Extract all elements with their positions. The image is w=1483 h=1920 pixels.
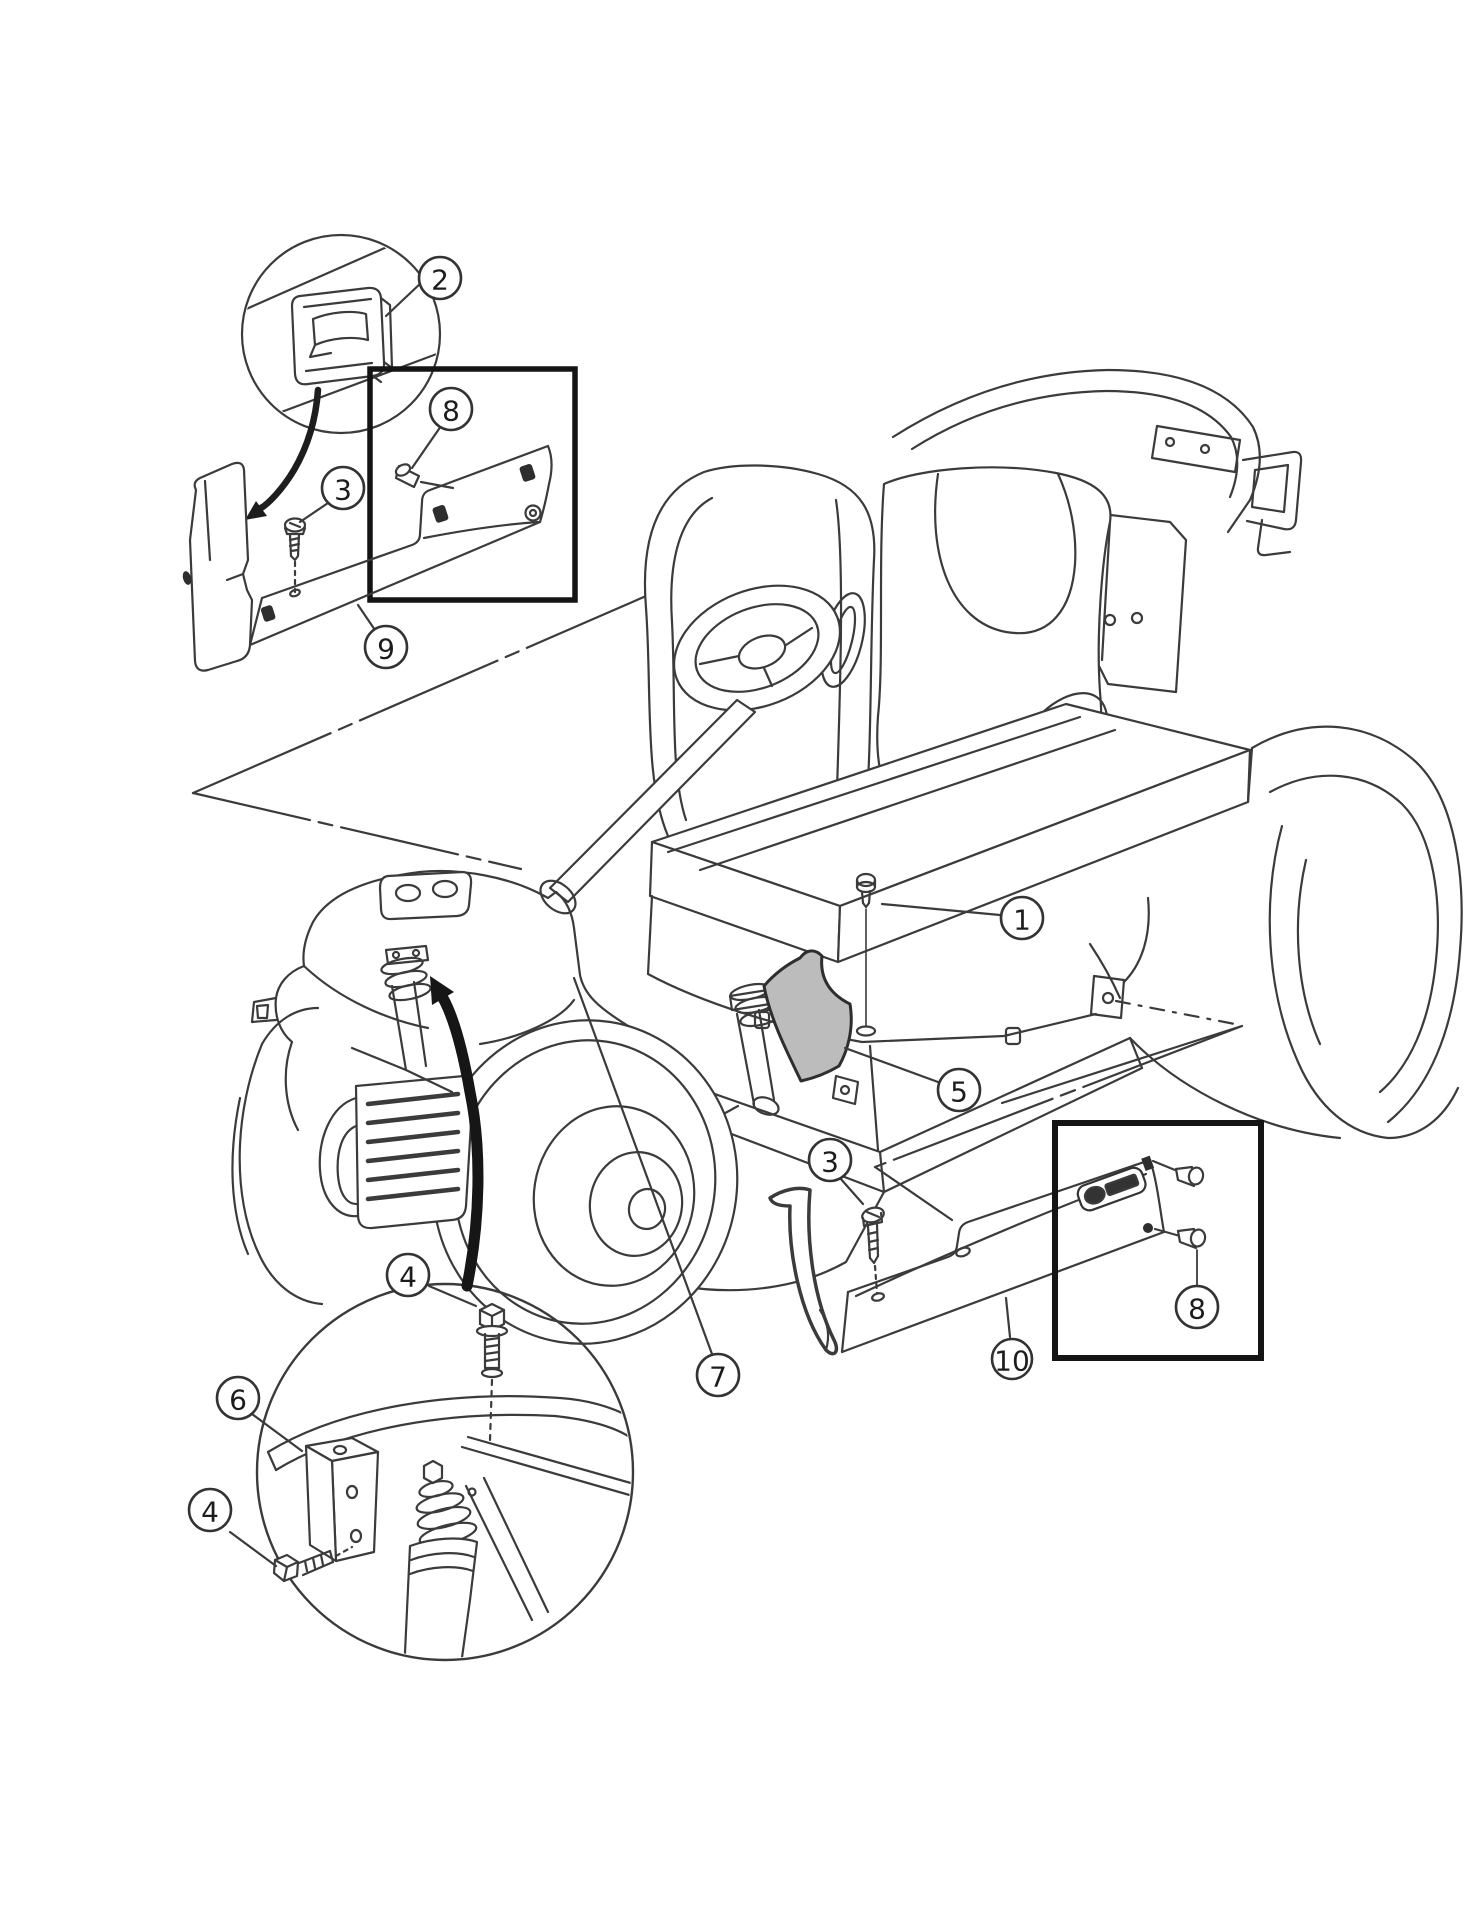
suspension-strut-right — [728, 982, 781, 1116]
svg-text:2: 2 — [431, 264, 449, 297]
rocker-panel-right — [768, 1155, 1207, 1356]
svg-text:10: 10 — [994, 1345, 1030, 1378]
rivet-upper — [1151, 1159, 1205, 1188]
steering-column — [539, 698, 757, 915]
screw-part-1 — [855, 872, 877, 1037]
callout-9: 9 — [363, 624, 409, 670]
front-cowl — [250, 869, 694, 1132]
svg-text:3: 3 — [821, 1146, 839, 1179]
golf-cart — [231, 368, 1463, 1345]
callout-10: 10 — [990, 1337, 1034, 1381]
svg-text:9: 9 — [377, 633, 395, 666]
l-bracket — [304, 1436, 380, 1563]
callout-1: 1 — [999, 895, 1045, 941]
hex-bolt-upper — [475, 1302, 509, 1442]
rear-wheel — [1128, 824, 1460, 1140]
detail-circle-bracket — [255, 1282, 635, 1662]
emphasis-arrow — [430, 976, 484, 1292]
steering-wheel — [672, 584, 842, 712]
shock-absorber — [402, 1459, 479, 1658]
svg-text:5: 5 — [950, 1076, 968, 1109]
callout-leaders — [228, 279, 1012, 1568]
svg-text:4: 4 — [201, 1496, 219, 1529]
highlight-box-left — [367, 366, 578, 603]
callout-4-lower: 4 — [187, 1487, 233, 1533]
callout-7: 7 — [695, 1352, 741, 1398]
callout-8-lower: 8 — [1174, 1284, 1220, 1330]
dash-pod — [378, 870, 473, 921]
leader-7 — [572, 976, 714, 1356]
projection-lines — [191, 561, 1244, 1222]
rivet-lower — [1153, 1227, 1207, 1286]
left-front-wheel — [231, 1006, 324, 1306]
svg-text:6: 6 — [229, 1384, 247, 1417]
rocker-panel-left — [182, 444, 553, 672]
svg-text:7: 7 — [709, 1361, 727, 1394]
screw-part-3-lower — [861, 1206, 885, 1302]
panel-fastener — [524, 504, 542, 522]
svg-text:8: 8 — [442, 395, 460, 428]
callout-6: 6 — [215, 1375, 261, 1421]
callout-4-upper: 4 — [385, 1252, 431, 1298]
detail-circle-clip — [240, 233, 442, 520]
screw-part-3 — [283, 517, 307, 594]
hex-bolt-lower — [272, 1545, 354, 1583]
retainer-clip — [290, 286, 394, 386]
brand-badge — [1076, 1166, 1147, 1212]
svg-text:4: 4 — [399, 1261, 417, 1294]
callout-3-lower: 3 — [807, 1137, 853, 1183]
rear-grab-bar — [891, 368, 1303, 557]
motor-louvers — [318, 1074, 475, 1230]
svg-text:1: 1 — [1013, 904, 1031, 937]
svg-text:3: 3 — [334, 474, 352, 507]
detail-frame-parts — [266, 1395, 631, 1658]
routing-arrow — [245, 386, 322, 520]
panel-clip — [260, 464, 536, 622]
callout-3-upper: 3 — [320, 465, 366, 511]
callout-2: 2 — [417, 255, 463, 301]
highlight-box-right — [1052, 1120, 1264, 1361]
callout-8-upper: 8 — [428, 386, 474, 432]
rivet-part-8 — [394, 463, 455, 490]
rear-fender — [1246, 725, 1463, 1124]
fender-flare — [768, 1186, 839, 1356]
seat-support-tower — [1096, 512, 1188, 694]
end-cap — [182, 461, 254, 672]
callout-5: 5 — [936, 1067, 982, 1113]
svg-text:8: 8 — [1188, 1293, 1206, 1326]
closeout-panel — [762, 949, 860, 1106]
suspension-strut-left — [350, 944, 454, 1094]
